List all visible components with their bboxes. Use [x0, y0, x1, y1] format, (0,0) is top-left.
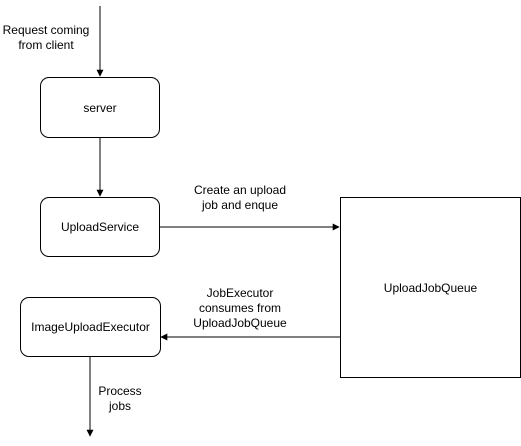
label-create-upload-job: Create an upload job and enque — [193, 183, 287, 212]
server-node-label: server — [83, 100, 117, 115]
upload-job-queue-node-label: UploadJobQueue — [383, 280, 478, 295]
label-process-jobs: Process jobs — [98, 384, 142, 413]
upload-service-node: UploadService — [40, 197, 160, 257]
server-node: server — [40, 77, 160, 138]
label-request-from-client: Request coming from client — [2, 23, 90, 52]
label-executor-consumes: JobExecutor consumes from UploadJobQueue — [193, 286, 287, 330]
upload-service-node-label: UploadService — [60, 220, 140, 234]
image-upload-executor-node: ImageUploadExecutor — [20, 297, 161, 357]
upload-job-queue-node: UploadJobQueue — [340, 197, 521, 378]
image-upload-executor-node-label: ImageUploadExecutor — [31, 320, 150, 334]
